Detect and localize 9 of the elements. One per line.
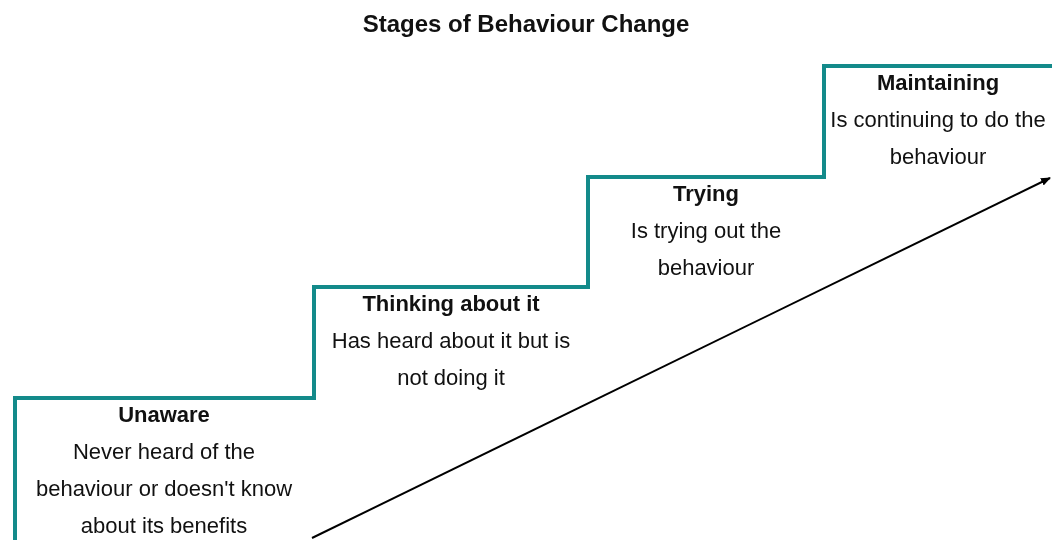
stage-heading: Thinking about it [361,290,541,318]
diagram-title: Stages of Behaviour Change [361,10,691,38]
stage-description: Never heard of the behaviour or doesn't know about its benefits [34,438,294,540]
stage-description: Is continuing to do the behaviour [829,106,1047,171]
stage-heading: Maintaining [875,69,1001,97]
stage-description: Is trying out the behaviour [629,217,783,282]
stage-description: Has heard about it but is not doing it [330,327,572,392]
stage-heading: Trying [672,180,740,208]
stage-heading: Unaware [117,401,211,429]
